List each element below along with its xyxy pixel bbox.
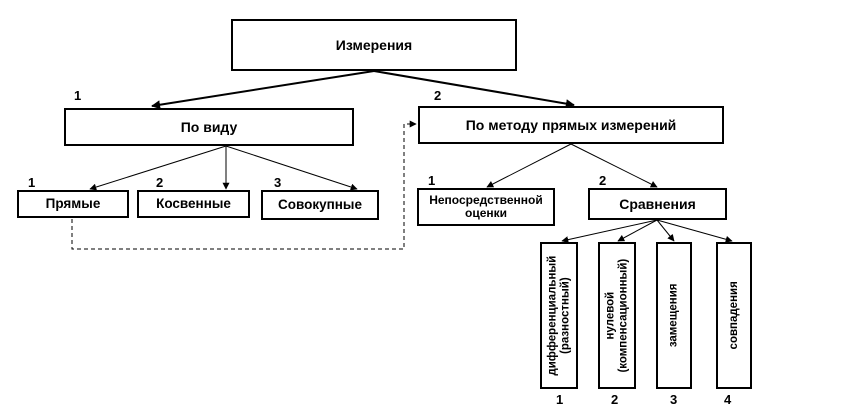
edge-by-type-aggregate bbox=[225, 145, 358, 191]
dashed-link-direct-to-method bbox=[71, 120, 417, 250]
indirect-number: 2 bbox=[156, 175, 164, 190]
indirect-label: Косвенные bbox=[156, 195, 231, 211]
aggregate-node: Совокупные bbox=[261, 190, 379, 220]
by-method-label: По методу прямых измерений bbox=[465, 116, 677, 133]
immediate-label: Непосредственной оценки bbox=[429, 193, 543, 220]
edge-root-by-method bbox=[373, 70, 575, 109]
edge-by-method-immediate bbox=[486, 143, 572, 188]
edge-comparison-diff bbox=[561, 219, 658, 244]
zero-number: 2 bbox=[611, 392, 619, 406]
direct-label: Прямые bbox=[45, 195, 101, 211]
comparison-number: 2 bbox=[599, 173, 607, 188]
zero-line2: (компенсационный) bbox=[617, 258, 629, 373]
direct-node: Прямые bbox=[17, 190, 129, 218]
substitution-number: 3 bbox=[670, 392, 678, 406]
coincidence-node: совпадения bbox=[716, 242, 752, 389]
coincidence-label: совпадения bbox=[727, 281, 740, 350]
immediate-node: Непосредственной оценки bbox=[417, 188, 555, 226]
indirect-node: Косвенные bbox=[137, 190, 250, 218]
aggregate-label: Совокупные bbox=[278, 196, 362, 212]
direct-number: 1 bbox=[28, 175, 36, 190]
differential-line1: дифференциальный bbox=[546, 255, 559, 376]
differential-number: 1 bbox=[556, 392, 564, 406]
root-label: Измерения bbox=[335, 36, 413, 53]
by-method-number: 2 bbox=[434, 88, 442, 103]
immediate-number: 1 bbox=[428, 173, 436, 188]
zero-node: нулевой (компенсационный) bbox=[598, 242, 636, 389]
edge-by-type-direct bbox=[89, 145, 227, 191]
differential-line2: (разностный) bbox=[559, 277, 572, 354]
by-method-node: По методу прямых измерений bbox=[418, 106, 724, 144]
root-node: Измерения bbox=[231, 19, 517, 71]
edge-comparison-subst bbox=[656, 219, 675, 242]
substitution-label: замещения bbox=[667, 283, 680, 348]
by-type-number: 1 bbox=[74, 88, 82, 103]
edge-comparison-zero bbox=[617, 219, 658, 242]
differential-node: дифференциальный (разностный) bbox=[540, 242, 578, 389]
substitution-node: замещения bbox=[656, 242, 692, 389]
coincidence-number: 4 bbox=[724, 392, 732, 406]
edge-by-method-comparison bbox=[570, 143, 658, 188]
zero-label: нулевой (компенсационный) bbox=[604, 259, 629, 373]
edge-root-by-type bbox=[151, 70, 375, 110]
by-type-node: По виду bbox=[64, 108, 354, 146]
aggregate-number: 3 bbox=[274, 175, 282, 190]
by-type-label: По виду bbox=[180, 118, 238, 135]
differential-label: дифференциальный (разностный) bbox=[546, 256, 571, 376]
zero-line1: нулевой bbox=[604, 291, 617, 340]
comparison-label: Сравнения bbox=[619, 195, 696, 212]
edge-comparison-coinc bbox=[656, 219, 733, 243]
comparison-node: Сравнения bbox=[588, 188, 727, 220]
